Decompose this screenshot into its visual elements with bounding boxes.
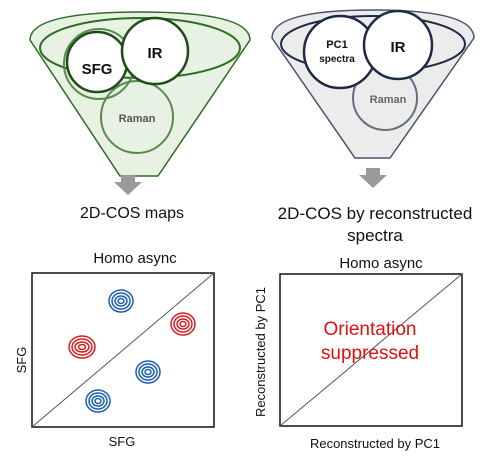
left-caption: 2D-COS maps: [79, 205, 185, 222]
raman-label: Raman: [119, 113, 156, 125]
ir-label: IR: [148, 45, 163, 62]
left-plot-title: Homo async: [93, 250, 177, 267]
sfg-label: SFG: [82, 61, 113, 78]
arrow-down-icon: [359, 168, 387, 188]
orientation-message: Orientation suppressed: [320, 319, 420, 364]
spectra-label: spectra: [319, 54, 355, 65]
ir-circle-right: [362, 9, 434, 81]
right-plot: [279, 273, 463, 427]
pc1-label: PC1: [326, 39, 347, 51]
raman-circle: [100, 80, 174, 154]
arrow-down-icon: [114, 175, 142, 195]
left-plot: [31, 272, 215, 428]
right-plot-y-label: Reconstructed by PC1: [253, 286, 268, 418]
right-plot-x-label: Reconstructed by PC1: [309, 436, 441, 451]
raman-label-right: Raman: [370, 94, 407, 106]
blue-contour: [135, 360, 161, 384]
left-plot-x-label: SFG: [108, 434, 136, 449]
right-caption: 2D-COS by reconstructed spectra: [277, 204, 473, 245]
ir-circle: [120, 16, 190, 86]
left-plot-y-label: SFG: [14, 346, 29, 374]
left-plot-diagonal: [31, 272, 215, 428]
left-funnel: [29, 11, 251, 177]
red-contour: [68, 335, 96, 359]
blue-contour: [85, 389, 111, 413]
red-contour: [170, 312, 196, 336]
blue-contour: [108, 289, 134, 313]
right-plot-title: Homo async: [339, 255, 423, 272]
right-funnel: [271, 9, 475, 159]
right-plot-diagonal: [279, 273, 463, 427]
ir-label-right: IR: [391, 39, 406, 56]
